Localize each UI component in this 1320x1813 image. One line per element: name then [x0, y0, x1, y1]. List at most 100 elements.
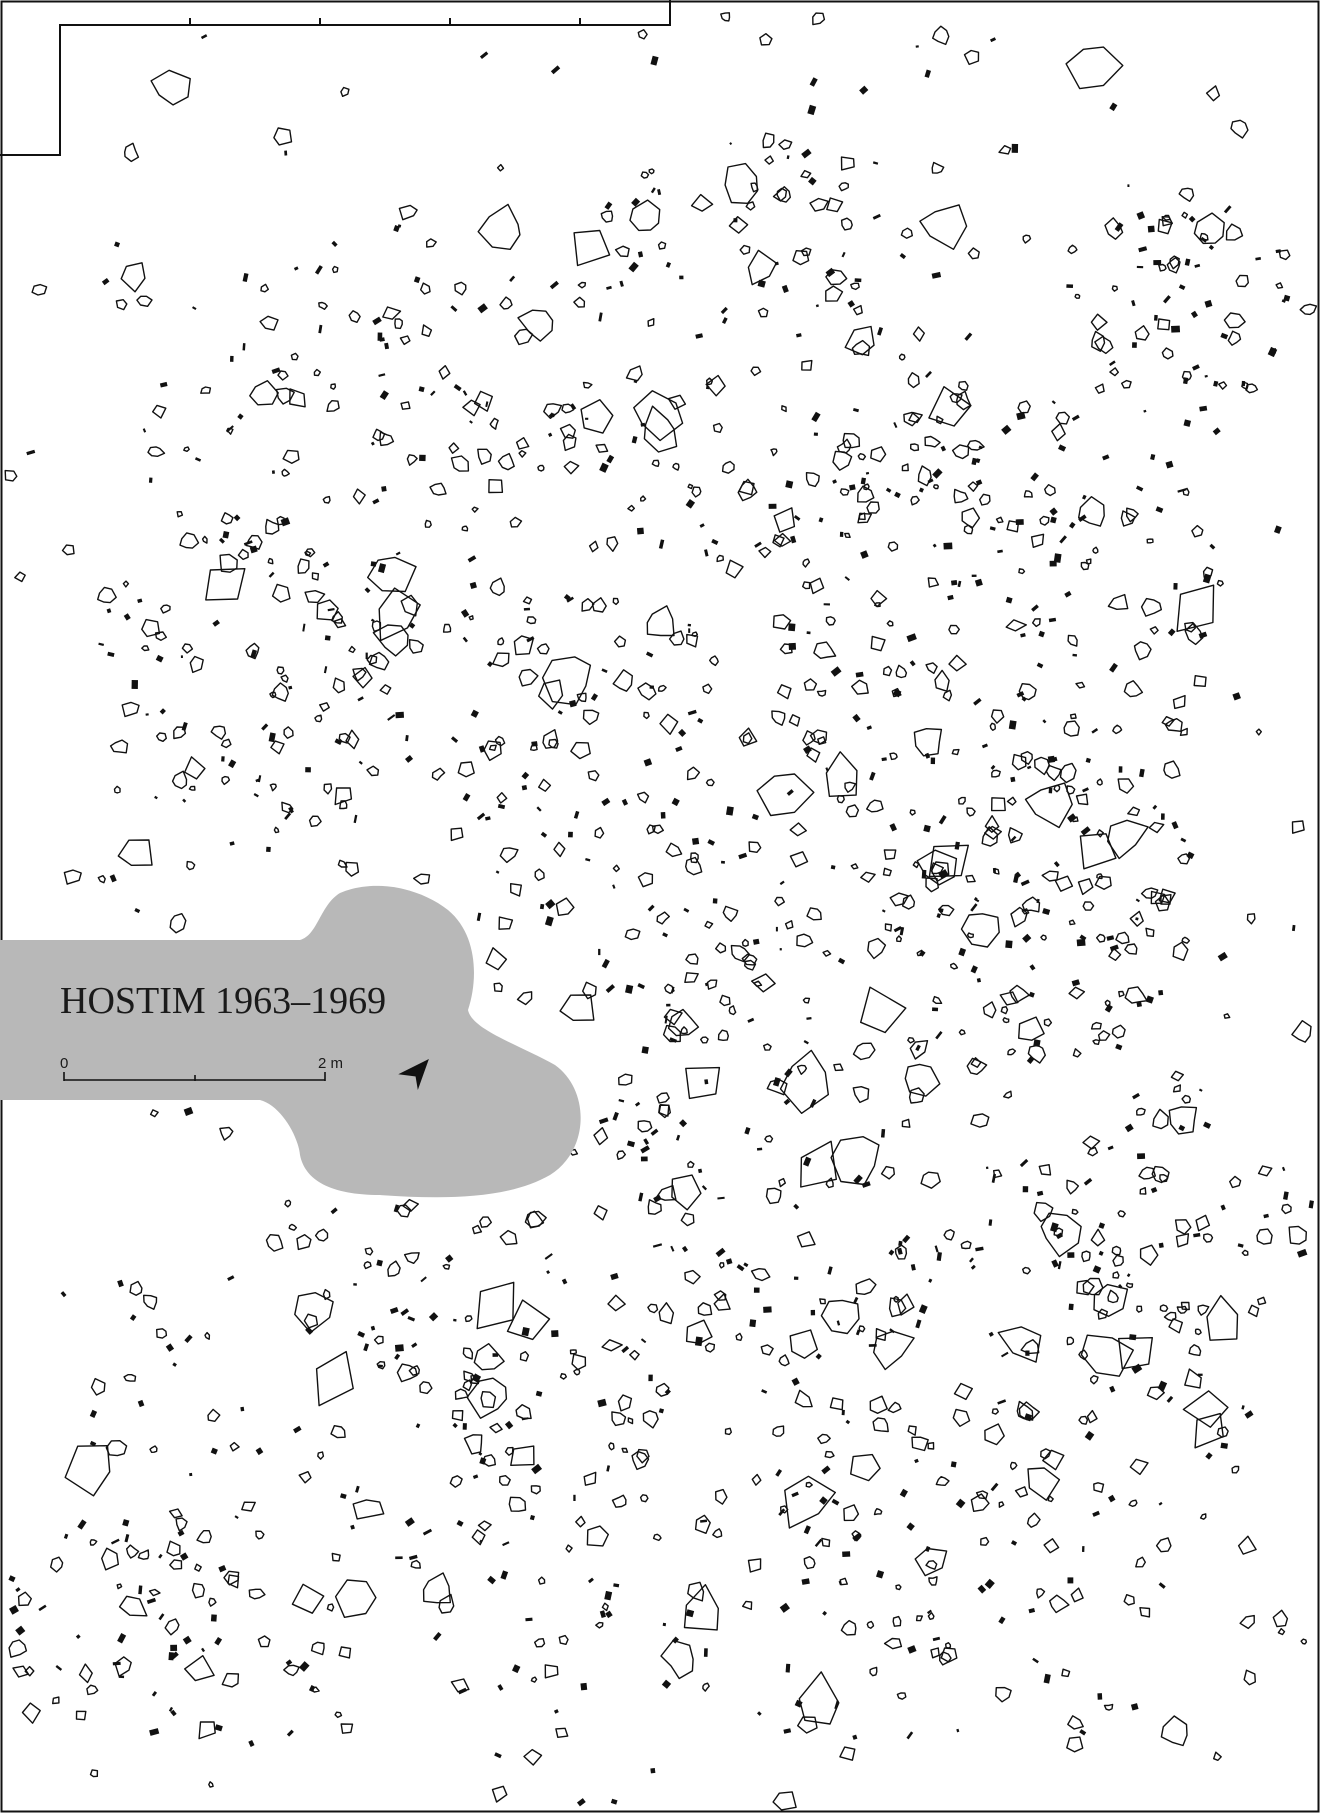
stone-outline [1199, 232, 1209, 241]
stone-outline [1275, 282, 1284, 289]
stone-outline [1193, 212, 1225, 245]
stone-outline [1135, 1556, 1147, 1568]
fragment-mark [1084, 1430, 1095, 1441]
fragment-mark [1126, 1273, 1131, 1278]
stone-outline [1003, 1090, 1013, 1099]
fragment-mark [1198, 631, 1208, 639]
stone-outline [575, 1515, 586, 1528]
stone-outline [408, 639, 424, 654]
stone-outline [882, 867, 892, 877]
stone-outline [1135, 1107, 1146, 1116]
stone-outline [534, 868, 545, 882]
stone-outline [966, 932, 974, 939]
stone-outline [538, 778, 552, 792]
fragment-mark [590, 693, 599, 702]
stone-outline [953, 488, 969, 504]
grid-corner-marker [0, 0, 671, 156]
fragment-mark [428, 1312, 439, 1322]
stone-outline [1091, 330, 1106, 352]
stone-outline [762, 132, 775, 149]
stone-outline [449, 1475, 463, 1488]
fragment-mark [255, 778, 260, 783]
fragment-mark [234, 1515, 239, 1519]
fragment-mark [729, 142, 733, 146]
fragment-mark [613, 1583, 620, 1588]
fragment-mark [1283, 294, 1291, 302]
stone-outline [318, 301, 328, 310]
fragment-mark [1098, 1222, 1105, 1229]
stone-outline [685, 856, 703, 876]
stone-outline [315, 1350, 354, 1407]
stone-outline [1040, 934, 1047, 941]
stone-outline [1067, 1715, 1084, 1730]
stone-outline [340, 1723, 354, 1734]
stone-outline [498, 916, 514, 930]
stone-outline [331, 1552, 341, 1562]
stone-outline [796, 1231, 816, 1248]
fragment-mark [535, 1390, 543, 1397]
fragment-mark [1190, 310, 1198, 319]
stone-outline [464, 1315, 473, 1323]
stone-outline [515, 437, 530, 450]
stone-outline [477, 1520, 492, 1532]
stone-outline [462, 1379, 472, 1392]
stone-outline [1160, 1715, 1188, 1747]
stone-outline [709, 655, 719, 667]
stone-outline [852, 1042, 876, 1061]
stone-outline [838, 182, 849, 192]
stone-outline [1157, 318, 1171, 331]
fragment-mark [405, 754, 414, 763]
fragment-mark [906, 1731, 914, 1740]
stone-outline [587, 770, 600, 782]
stone-outline [713, 1290, 727, 1301]
fragment-mark [638, 1192, 644, 1202]
stone-outline [896, 1692, 907, 1700]
stone-outline [667, 1008, 700, 1037]
stone-outline [1155, 1537, 1172, 1553]
stone-outline [141, 645, 150, 652]
stone-outline [194, 1563, 202, 1572]
stone-outline [1022, 234, 1032, 244]
fragment-mark [899, 926, 905, 936]
scale-label-start: 0 [60, 1055, 68, 1072]
stone-outline [504, 1446, 514, 1456]
stone-outline [1070, 1587, 1084, 1603]
fragment-mark [938, 869, 949, 879]
stone-outline [784, 1475, 836, 1529]
fragment-mark [1011, 143, 1019, 153]
fragment-mark [970, 903, 978, 912]
stone-outline [704, 1342, 716, 1353]
stone-outline [1168, 1318, 1184, 1334]
stone-outline [379, 431, 395, 447]
fragment-mark [860, 477, 867, 485]
fragment-mark [286, 1729, 294, 1737]
fragment-mark [625, 984, 634, 994]
stone-outline [582, 981, 597, 1000]
stone-outline [513, 635, 534, 656]
stone-outline [741, 938, 749, 947]
fragment-mark [573, 810, 580, 819]
fragment-mark [314, 265, 323, 275]
fragment-mark [378, 1364, 383, 1368]
fragment-mark [757, 279, 766, 288]
fragment-mark [1079, 1729, 1087, 1736]
stone-outline [257, 1635, 271, 1648]
stone-outline [1146, 538, 1154, 544]
stone-outline [338, 732, 351, 744]
stone-outline [1018, 683, 1037, 701]
fragment-mark [1194, 263, 1201, 268]
stone-outline [821, 1537, 831, 1548]
stone-outline [352, 488, 366, 505]
stone-outline [571, 1353, 587, 1371]
fragment-mark [1204, 374, 1208, 378]
stone-outline [52, 1696, 60, 1705]
stone-outline [419, 1381, 433, 1395]
stone-outline [559, 423, 576, 439]
stone-outline [724, 162, 759, 205]
stone-outline [1127, 806, 1141, 817]
stone-outline [171, 770, 188, 790]
stone-outline [147, 446, 166, 457]
stone-outline [220, 738, 232, 749]
stone-outline [120, 262, 146, 293]
stone-outline [166, 1540, 181, 1557]
